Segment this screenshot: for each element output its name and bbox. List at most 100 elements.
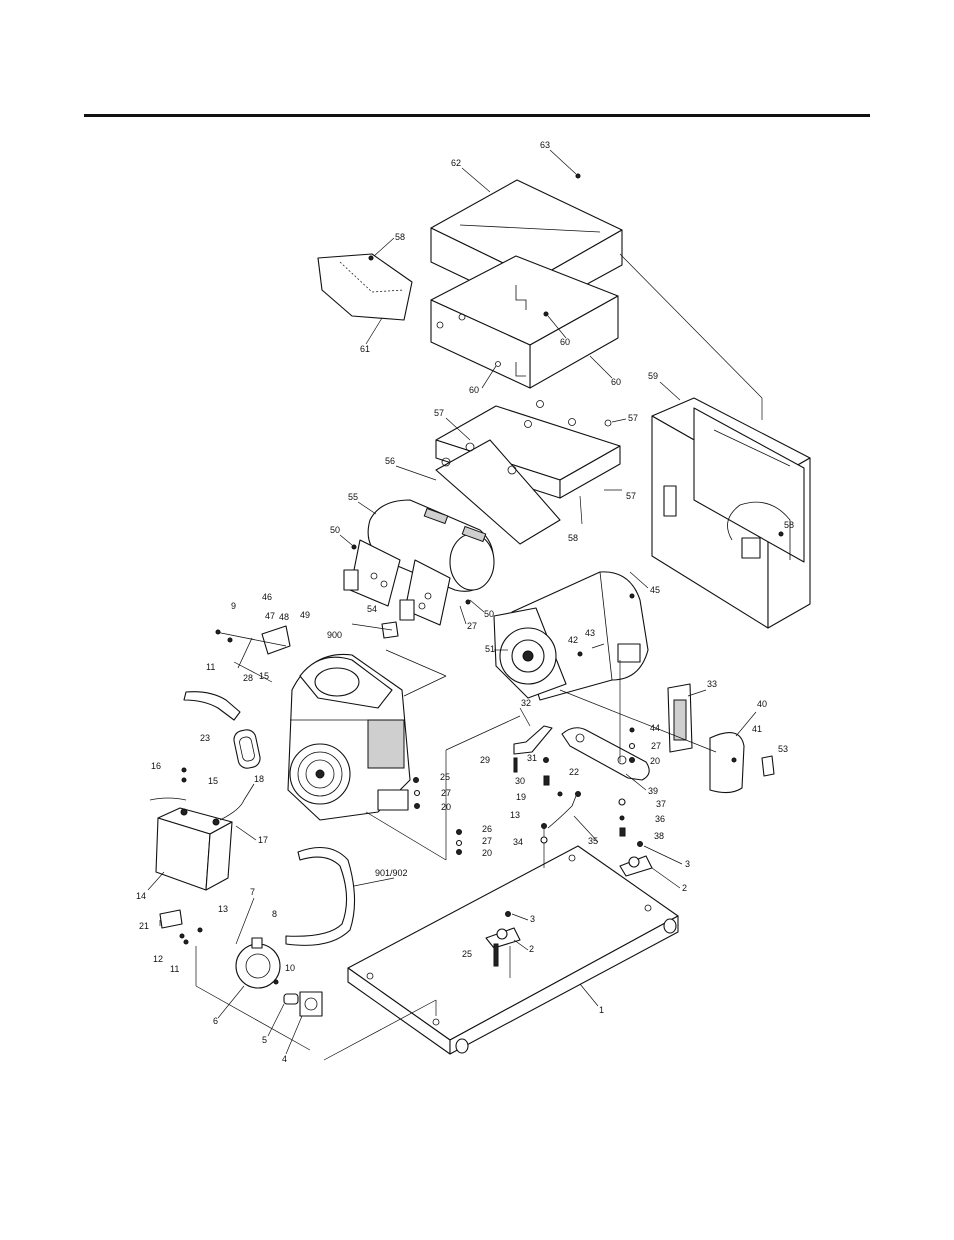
- callout-2: 2: [529, 944, 534, 954]
- callout-44: 44: [650, 723, 660, 733]
- strap-32: [514, 726, 552, 754]
- callout-57: 57: [626, 491, 636, 501]
- callout-35: 35: [588, 836, 598, 846]
- hose-23: [184, 692, 240, 720]
- callout-60: 60: [560, 337, 570, 347]
- regulator-6: [236, 938, 280, 988]
- callout-900: 900: [327, 630, 342, 640]
- callout-6: 6: [213, 1016, 218, 1026]
- callout-7: 7: [250, 887, 255, 897]
- callout-62: 62: [451, 158, 461, 168]
- callout-20: 20: [650, 756, 660, 766]
- callout-5: 5: [262, 1035, 267, 1045]
- callout-31: 31: [527, 753, 537, 763]
- callout-55: 55: [348, 492, 358, 502]
- callout-57: 57: [628, 413, 638, 423]
- callout-9: 9: [231, 601, 236, 611]
- callout-11: 11: [170, 964, 179, 974]
- callout-10: 10: [285, 963, 295, 973]
- callout-49: 49: [300, 610, 310, 620]
- air-box-56: [436, 401, 622, 545]
- callout-60: 60: [469, 385, 479, 395]
- callout-53: 53: [778, 744, 788, 754]
- bracket-33: [668, 684, 692, 752]
- callout-30: 30: [515, 776, 525, 786]
- callout-29: 29: [480, 755, 490, 765]
- callout-34: 34: [513, 837, 523, 847]
- callout-33: 33: [707, 679, 717, 689]
- callout-50: 50: [330, 525, 340, 535]
- callout-1: 1: [599, 1005, 604, 1015]
- callout-19: 19: [516, 792, 526, 802]
- callout-40: 40: [757, 699, 767, 709]
- callout-42: 42: [568, 635, 578, 645]
- callout-25: 25: [440, 772, 450, 782]
- callout-901-902: 901/902: [375, 868, 408, 878]
- callout-60: 60: [611, 377, 621, 387]
- fan-guard-40: [710, 733, 744, 793]
- callout-16: 16: [151, 761, 161, 771]
- callout-48: 48: [279, 612, 289, 622]
- callout-51: 51: [485, 644, 495, 654]
- callout-22: 22: [569, 767, 579, 777]
- callout-58: 58: [784, 520, 794, 530]
- callout-36: 36: [655, 814, 665, 824]
- governor-bracket: [216, 626, 290, 668]
- callout-32: 32: [521, 698, 531, 708]
- callout-25: 25: [462, 949, 472, 959]
- callout-43: 43: [585, 628, 595, 638]
- callout-15: 15: [259, 671, 269, 681]
- fuel-solenoid-4: [284, 992, 322, 1016]
- decal-53: [762, 756, 774, 776]
- decal-21: [160, 910, 182, 928]
- muffler-55: [344, 500, 494, 638]
- front-panel-61: [318, 254, 412, 320]
- callout-23: 23: [200, 733, 210, 743]
- callout-63: 63: [540, 140, 550, 150]
- callout-13: 13: [218, 904, 228, 914]
- battery-14: [150, 784, 254, 890]
- callout-20: 20: [441, 802, 451, 812]
- callout-20: 20: [482, 848, 492, 858]
- callout-4: 4: [282, 1054, 287, 1064]
- callout-45: 45: [650, 585, 660, 595]
- callout-56: 56: [385, 456, 395, 466]
- alternator-mount-2: [620, 842, 652, 877]
- callout-14: 14: [136, 891, 146, 901]
- callout-58: 58: [568, 533, 578, 543]
- callout-3: 3: [685, 859, 690, 869]
- callout-50: 50: [484, 609, 494, 619]
- callout-17: 17: [258, 835, 268, 845]
- callout-15: 15: [208, 776, 218, 786]
- callout-37: 37: [656, 799, 666, 809]
- callout-27: 27: [651, 741, 661, 751]
- callout-11: 11: [206, 662, 215, 672]
- callout-21: 21: [139, 921, 149, 931]
- callout-13: 13: [510, 810, 520, 820]
- callout-26: 26: [482, 824, 492, 834]
- callout-27: 27: [441, 788, 451, 798]
- rear-enclosure-59: [652, 398, 810, 628]
- callout-38: 38: [654, 831, 664, 841]
- callout-57: 57: [434, 408, 444, 418]
- engine-900: [288, 654, 410, 820]
- callout-54: 54: [367, 604, 377, 614]
- callout-28: 28: [243, 673, 253, 683]
- fuel-hose-901-902: [286, 848, 355, 946]
- callout-12: 12: [153, 954, 163, 964]
- callout-39: 39: [648, 786, 658, 796]
- callout-2: 2: [682, 883, 687, 893]
- callout-8: 8: [272, 909, 277, 919]
- callout-18: 18: [254, 774, 264, 784]
- callout-27: 27: [482, 836, 492, 846]
- callout-58: 58: [395, 232, 405, 242]
- callout-3: 3: [530, 914, 535, 924]
- callout-46: 46: [262, 592, 272, 602]
- ground-strap-35: [548, 792, 581, 829]
- callout-47: 47: [265, 611, 275, 621]
- header-rule: [84, 114, 870, 117]
- callout-59: 59: [648, 371, 658, 381]
- gasket-18: [232, 728, 261, 770]
